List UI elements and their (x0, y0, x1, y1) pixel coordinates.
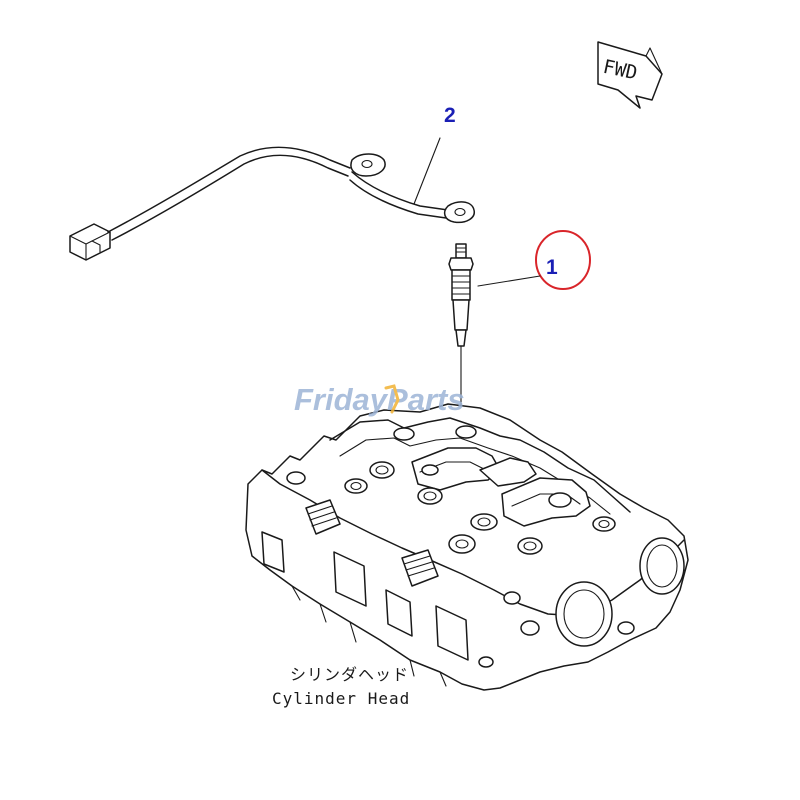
exhaust-ports (478, 537, 685, 668)
callout-1-number: 1 (546, 256, 558, 279)
watermark-text: FridayParts (294, 382, 465, 417)
watermark-logo: FridayParts (294, 382, 465, 417)
intake-ports (261, 531, 469, 661)
caption-japanese: シリンダヘッド (290, 665, 409, 684)
wire-harness (69, 146, 475, 261)
cylinder-head (245, 403, 689, 691)
forward-arrow-marker: FWD (597, 41, 663, 109)
callout-1-highlight-circle (535, 230, 591, 290)
valve-springs (305, 499, 439, 587)
watermark-accent (384, 384, 400, 414)
callout-2: 2 (413, 104, 456, 205)
caption-english: Cylinder Head (272, 689, 410, 708)
callout-1: 1 (477, 230, 591, 290)
diagram-caption: シリンダヘッド Cylinder Head (272, 665, 410, 708)
head-bolts (286, 425, 616, 555)
callout-2-number: 2 (444, 104, 456, 127)
